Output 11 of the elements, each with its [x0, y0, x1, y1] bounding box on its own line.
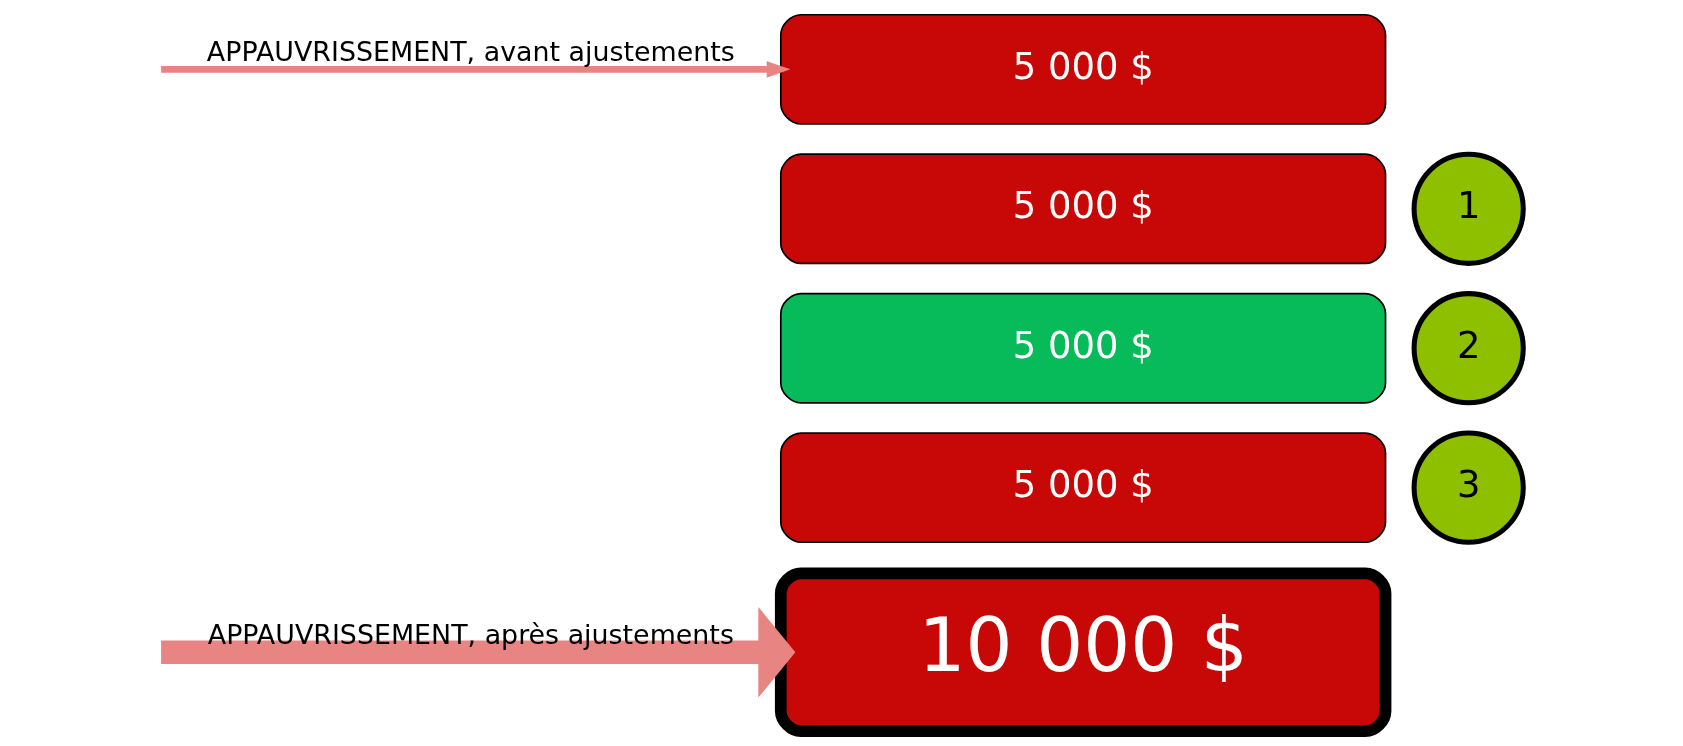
node-circle: 1: [1411, 151, 1526, 266]
edge-label: APPAUVRISSEMENT, avant ajustements: [206, 35, 735, 67]
node-box: 5 000 $: [779, 432, 1387, 544]
node-box: 5 000 $: [779, 292, 1387, 404]
arrow: [161, 606, 796, 698]
node-box: 5 000 $: [779, 153, 1387, 265]
node-box: 10 000 $: [774, 567, 1392, 738]
node-circle: 3: [1411, 430, 1526, 545]
node-box: 5 000 $: [779, 13, 1387, 125]
edge-label: APPAUVRISSEMENT, après ajustements: [207, 618, 734, 650]
node-circle: 2: [1411, 291, 1526, 406]
